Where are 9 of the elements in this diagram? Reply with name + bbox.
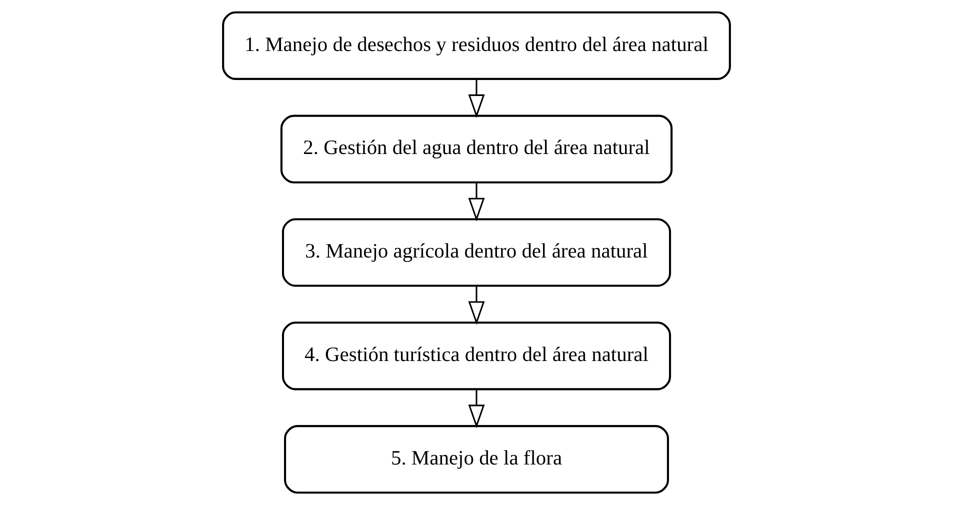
node-box: 2. Gestión del agua dentro del área natural	[280, 114, 673, 184]
node-box: 4. Gestión turística dentro del área natural	[282, 322, 672, 390]
node-box: 5. Manejo de la flora	[284, 425, 669, 494]
node-box: 1. Manejo de desechos y residuos dentro del área natural	[222, 11, 731, 80]
arrow	[468, 389, 485, 428]
arrow	[468, 79, 485, 118]
node-box: 3. Manejo agrícola dentro del área natural	[282, 218, 672, 287]
arrow	[468, 182, 485, 222]
arrow	[468, 286, 485, 325]
